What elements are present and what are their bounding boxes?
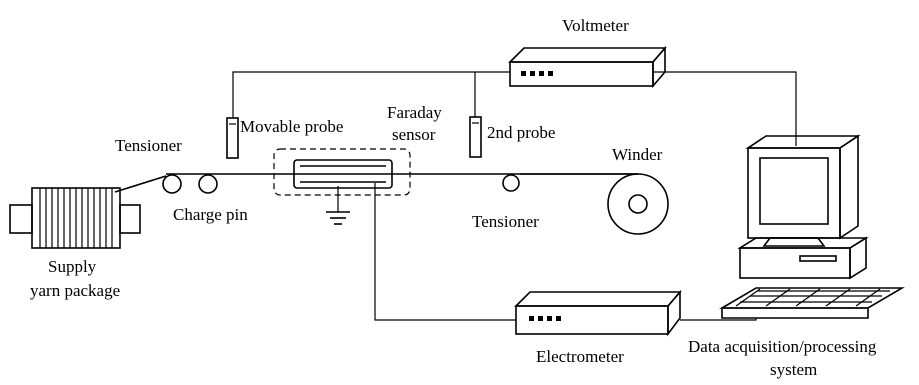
second-probe-label: 2nd probe [487, 123, 555, 142]
winder-outer [607, 173, 669, 235]
package-end-cap-right [119, 204, 141, 234]
charge-pin-label: Charge pin [173, 205, 248, 224]
voltmeter [508, 45, 667, 89]
electrometer-side [667, 289, 681, 337]
voltmeter-label: Voltmeter [562, 16, 629, 35]
keyboard-front [721, 307, 869, 319]
package-windings [39, 188, 113, 248]
keyboard-keys [735, 288, 890, 307]
electrometer-top [514, 291, 682, 307]
voltmeter-side [652, 45, 666, 89]
movable-probe-body [226, 117, 239, 159]
faraday-label-line1: Faraday [387, 103, 442, 122]
winder-hub [628, 194, 648, 214]
sensor-to-electrometer-wire [374, 183, 516, 321]
computer [719, 134, 905, 319]
labels: Voltmeter Movable probe Faraday sensor 2… [30, 16, 877, 379]
drive-slot [799, 255, 837, 262]
yarn-path [114, 173, 638, 193]
probe-wire-top [232, 71, 510, 118]
electrometer [514, 289, 682, 337]
movable-probe-label: Movable probe [240, 117, 343, 136]
faraday-inner-cage [293, 159, 393, 189]
monitor-screen [759, 157, 829, 225]
supply-label-line2: yarn package [30, 281, 120, 300]
ground-symbol [326, 211, 350, 225]
electrometer-label: Electrometer [536, 347, 624, 366]
wiring [232, 71, 797, 321]
faraday-label-line2: sensor [392, 125, 436, 144]
second-probe-body [469, 116, 482, 158]
monitor-side [839, 134, 859, 240]
daq-label-line1: Data acquisition/processing [688, 337, 877, 356]
faraday-sensor [273, 148, 411, 196]
monitor-stand [762, 237, 826, 247]
voltmeter-top [508, 47, 667, 63]
supply-yarn-package [9, 187, 141, 249]
left-tensioner-rollers [162, 174, 218, 194]
electrometer-buttons [529, 316, 561, 321]
voltmeter-to-computer-wire [653, 71, 797, 146]
faraday-outer-shield [273, 148, 411, 196]
second-probe [469, 116, 482, 158]
base-unit-side [849, 236, 867, 280]
movable-probe [226, 117, 239, 159]
yarn-line-entry [114, 175, 167, 193]
winder-label: Winder [612, 145, 663, 164]
tensioner-roller-1 [162, 174, 182, 194]
charge-pin-roller [198, 174, 218, 194]
daq-label-line2: system [770, 360, 817, 379]
tensioner-right-label: Tensioner [472, 212, 539, 231]
package-end-cap-left [9, 204, 33, 234]
winder [607, 173, 669, 235]
right-tensioner-roller [502, 174, 520, 192]
tensioner-left-label: Tensioner [115, 136, 182, 155]
voltmeter-buttons [521, 71, 553, 76]
base-unit-front [739, 247, 851, 279]
supply-label-line1: Supply [48, 257, 97, 276]
